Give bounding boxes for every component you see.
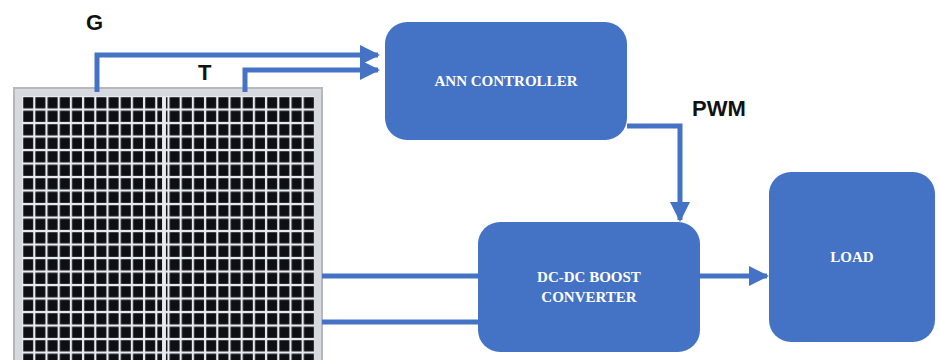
panel-divider (163, 96, 166, 360)
signal-name: T (196, 60, 213, 86)
panel-cells-right (166, 96, 314, 360)
panel-output-wire (322, 274, 480, 279)
controller-box: ANN CONTROLLER (385, 22, 627, 140)
temperature-wire (245, 70, 378, 92)
edge-label: PWM (690, 96, 748, 122)
load-box: LOAD (769, 172, 935, 342)
panel-frame (14, 88, 322, 360)
converter-box: DC-DC BOOST CONVERTER (478, 222, 700, 352)
box-label: LOAD (830, 247, 873, 267)
panel-cells-left (22, 96, 162, 360)
irradiance-wire (97, 55, 378, 92)
signal-arrow (700, 274, 767, 279)
box-label: DC-DC BOOST CONVERTER (490, 267, 688, 308)
box-label: ANN CONTROLLER (435, 71, 578, 91)
panel-output-wire (322, 320, 480, 325)
signal-name: G (84, 10, 105, 36)
signal-arrow (627, 126, 680, 220)
